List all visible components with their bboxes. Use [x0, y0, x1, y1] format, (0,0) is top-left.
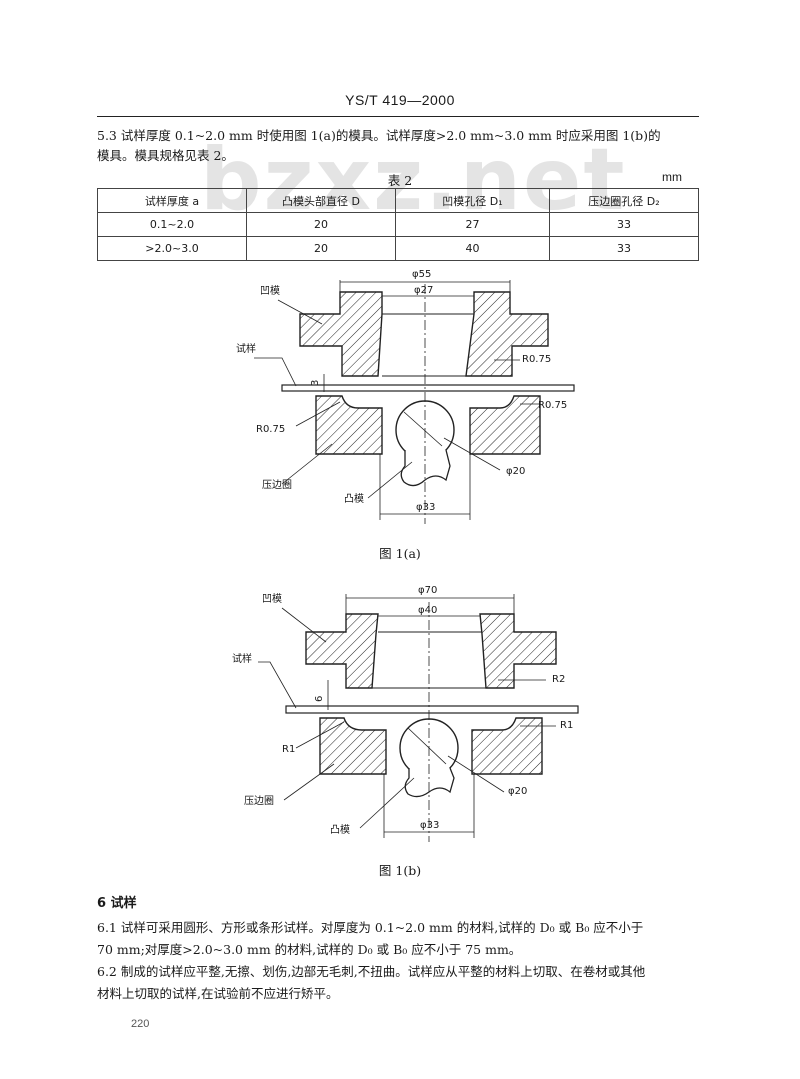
label-r-left: R0.75: [256, 424, 285, 435]
table-header-cell: 压边圈孔径 D₂: [549, 188, 699, 213]
table-cell: 33: [549, 212, 699, 237]
holder-right-part: [469, 395, 541, 455]
table-cell: >2.0~3.0: [97, 236, 247, 261]
label-d-outer: φ70: [418, 585, 437, 596]
table-cell: 0.1~2.0: [97, 212, 247, 237]
label-d-holder: φ33: [420, 820, 439, 831]
table-cell: 20: [246, 236, 396, 261]
section-6-1-line1: 6.1 试样可采用圆形、方形或条形试样。对厚度为 0.1~2.0 mm 的材料,…: [97, 920, 644, 935]
page-number: 220: [131, 1018, 150, 1030]
die-right-part: [479, 613, 557, 689]
header-rule: [97, 116, 699, 117]
label-sample: 试样: [232, 652, 252, 665]
label-punch: 凸模: [344, 493, 364, 505]
sample-strip: [285, 705, 579, 714]
section-6-2-line1: 6.2 制成的试样应平整,无擦、划伤,边部无毛刺,不扭曲。试样应从平整的材料上切…: [97, 964, 646, 979]
table-header-cell: 凸模头部直径 D: [246, 188, 396, 213]
table-header-cell: 试样厚度 a: [97, 188, 247, 213]
die-left-part: [305, 613, 379, 689]
table-cell: 27: [395, 212, 550, 237]
table-row: 0.1~2.0 20 27 33: [97, 212, 699, 237]
section-6-2-line2: 材料上切取的试样,在试验前不应进行矫平。: [97, 986, 339, 1001]
table-cell: 20: [246, 212, 396, 237]
label-r-left: R1: [282, 744, 295, 755]
figure-1a-caption: 图 1(a): [379, 546, 421, 561]
table-row: >2.0~3.0 20 40 33: [97, 236, 699, 261]
figure-1a-drawing: 凹模 试样 压边圈 凸模 φ55 φ27 R0.75 R0.75 R0.75 φ…: [236, 269, 575, 524]
label-holder: 压边圈: [244, 795, 274, 807]
figure-1b-caption: 图 1(b): [378, 863, 422, 878]
label-r-top: R0.75: [522, 354, 551, 365]
label-r-right: R0.75: [538, 400, 567, 411]
label-r-top: R2: [552, 674, 565, 685]
table-header-cell: 凹模孔径 D₁: [395, 188, 550, 213]
label-d-inner: φ27: [414, 285, 433, 296]
standard-code: YS/T 419—2000: [345, 92, 455, 108]
table-cell: 40: [395, 236, 550, 261]
label-d-punch: φ20: [508, 786, 527, 797]
table-header-row: 试样厚度 a 凸模头部直径 D 凹模孔径 D₁ 压边圈孔径 D₂: [97, 188, 699, 213]
holder-left-part: [319, 717, 387, 775]
spec-table: 试样厚度 a 凸模头部直径 D 凹模孔径 D₁ 压边圈孔径 D₂ 0.1~2.0…: [97, 188, 699, 261]
label-d-punch: φ20: [506, 466, 525, 477]
label-holder: 压边圈: [262, 479, 292, 491]
sample-strip: [281, 384, 575, 392]
die-left-part: [299, 291, 383, 377]
holder-right-part: [471, 717, 543, 775]
label-d-outer: φ55: [412, 269, 431, 280]
label-thickness: 6: [314, 696, 325, 702]
label-d-inner: φ40: [418, 605, 437, 616]
label-r-right: R1: [560, 720, 573, 731]
label-die: 凹模: [262, 593, 282, 605]
section-5-3-line2: 模具。模具规格见表 2。: [97, 148, 234, 163]
table-title: 表 2: [387, 173, 413, 188]
label-punch: 凸模: [330, 824, 350, 836]
section-6-heading: 6 试样: [97, 896, 137, 911]
label-thickness: 3: [310, 380, 321, 386]
label-die: 凹模: [260, 285, 280, 297]
table-cell: 33: [549, 236, 699, 261]
die-right-part: [465, 291, 549, 377]
holder-left-part: [315, 395, 383, 455]
section-5-3-line1: 5.3 试样厚度 0.1~2.0 mm 时使用图 1(a)的模具。试样厚度>2.…: [97, 128, 661, 143]
figure-1b-drawing: 凹模 试样 压边圈 凸模 φ70 φ40 R2 R1 R1 φ20 φ33 6: [232, 585, 579, 842]
table-unit: mm: [662, 170, 682, 184]
label-d-holder: φ33: [416, 502, 435, 513]
section-6-1-line2: 70 mm;对厚度>2.0~3.0 mm 的材料,试样的 D₀ 或 B₀ 应不小…: [97, 942, 522, 957]
label-sample: 试样: [236, 342, 256, 355]
